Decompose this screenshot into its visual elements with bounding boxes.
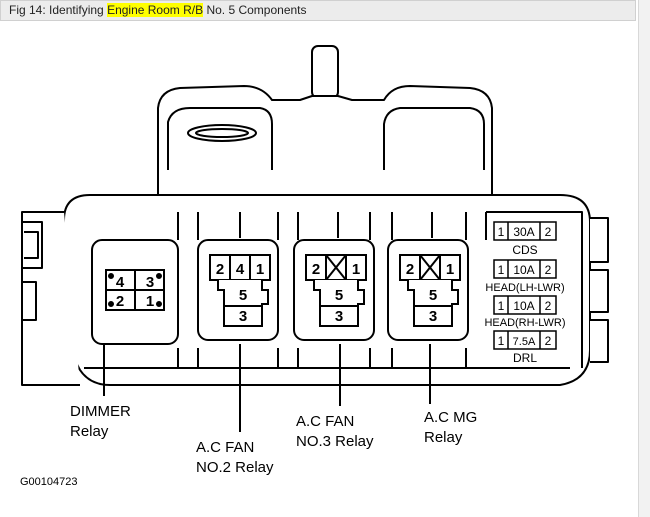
acfan3-pin-2: 2 (312, 261, 320, 278)
caption-prefix: Fig 14: Identifying (9, 3, 108, 17)
acfan2-pin-5: 5 (239, 287, 247, 304)
acfan2-pin-3: 3 (239, 308, 247, 325)
fuse-drl-rating: 7.5A (513, 336, 536, 348)
fuse-head-lh-rating: 10A (513, 263, 534, 277)
fuse-head-lh-terminal-2: 2 (545, 263, 552, 277)
acfan2-relay-socket (197, 239, 279, 341)
dimmer-label-line2: Relay (70, 423, 109, 440)
acfan3-label-line1: A.C FAN (296, 413, 354, 430)
acmg-label-line1: A.C MG (424, 409, 477, 426)
dimmer-pin-2: 2 (116, 293, 124, 310)
acmg-pin-3: 3 (429, 308, 437, 325)
dimmer-pin-1: 1 (146, 293, 154, 310)
acmg-label-line2: Relay (424, 429, 463, 446)
acmg-pin-2: 2 (406, 261, 414, 278)
fuse-drl: 1 7.5A 2 DRL (498, 334, 552, 365)
caption-suffix: No. 5 Components (203, 3, 307, 17)
fuse-head-rh-rating: 10A (513, 299, 534, 313)
acfan2-pin-1: 1 (256, 261, 264, 278)
fuse-drl-terminal-1: 1 (498, 334, 505, 348)
fuse-cds: 1 30A 2 CDS (498, 225, 552, 257)
acfan2-label-line2: NO.2 Relay (196, 459, 274, 476)
acfan2-pin-2: 2 (216, 261, 224, 278)
acmg-pin-1: 1 (446, 261, 454, 278)
right-side-tab-2 (590, 269, 609, 313)
acfan3-relay-socket (293, 239, 375, 341)
fuse-head-lh: 1 10A 2 HEAD(LH-LWR) (485, 263, 564, 294)
acfan3-pin-5: 5 (335, 287, 343, 304)
acmg-relay-socket (387, 239, 469, 341)
fuse-cds-terminal-2: 2 (545, 225, 552, 239)
acfan3-pin-3: 3 (335, 308, 343, 325)
dimmer-relay-socket (91, 239, 179, 345)
figure-code: G00104723 (20, 476, 78, 488)
fuse-drl-name: DRL (513, 351, 537, 365)
dimmer-pin-4: 4 (116, 274, 125, 291)
right-side-tab-1 (590, 217, 609, 263)
acfan2-label-line1: A.C FAN (196, 439, 254, 456)
fuse-drl-terminal-2: 2 (545, 334, 552, 348)
fuse-head-lh-name: HEAD(LH-LWR) (485, 282, 564, 294)
acfan3-label-line2: NO.3 Relay (296, 433, 374, 450)
right-lobe (383, 107, 485, 170)
figure-caption: Fig 14: Identifying Engine Room R/B No. … (0, 0, 636, 21)
fuse-head-lh-terminal-1: 1 (498, 263, 505, 277)
top-knob (311, 45, 339, 99)
fuse-head-rh-terminal-2: 2 (545, 299, 552, 313)
dimmer-pin-3: 3 (146, 274, 154, 291)
dimmer-label-line1: DIMMER (70, 403, 131, 420)
fuse-head-rh: 1 10A 2 HEAD(RH-LWR) (484, 299, 565, 329)
left-side-tab (21, 211, 80, 386)
fuse-cds-terminal-1: 1 (498, 225, 505, 239)
fuse-head-rh-terminal-1: 1 (498, 299, 505, 313)
acfan3-pin-1: 1 (352, 261, 360, 278)
vertical-scrollbar[interactable] (638, 0, 650, 517)
right-side-tab-3 (590, 319, 609, 363)
latch-oval (187, 124, 257, 142)
acmg-pin-5: 5 (429, 287, 437, 304)
fuse-head-rh-name: HEAD(RH-LWR) (484, 317, 565, 329)
left-lobe (167, 107, 273, 170)
fuse-cds-name: CDS (512, 243, 537, 257)
caption-highlight: Engine Room R/B (107, 3, 204, 17)
fuse-cds-rating: 30A (513, 225, 534, 239)
acfan2-pin-4: 4 (236, 261, 245, 278)
